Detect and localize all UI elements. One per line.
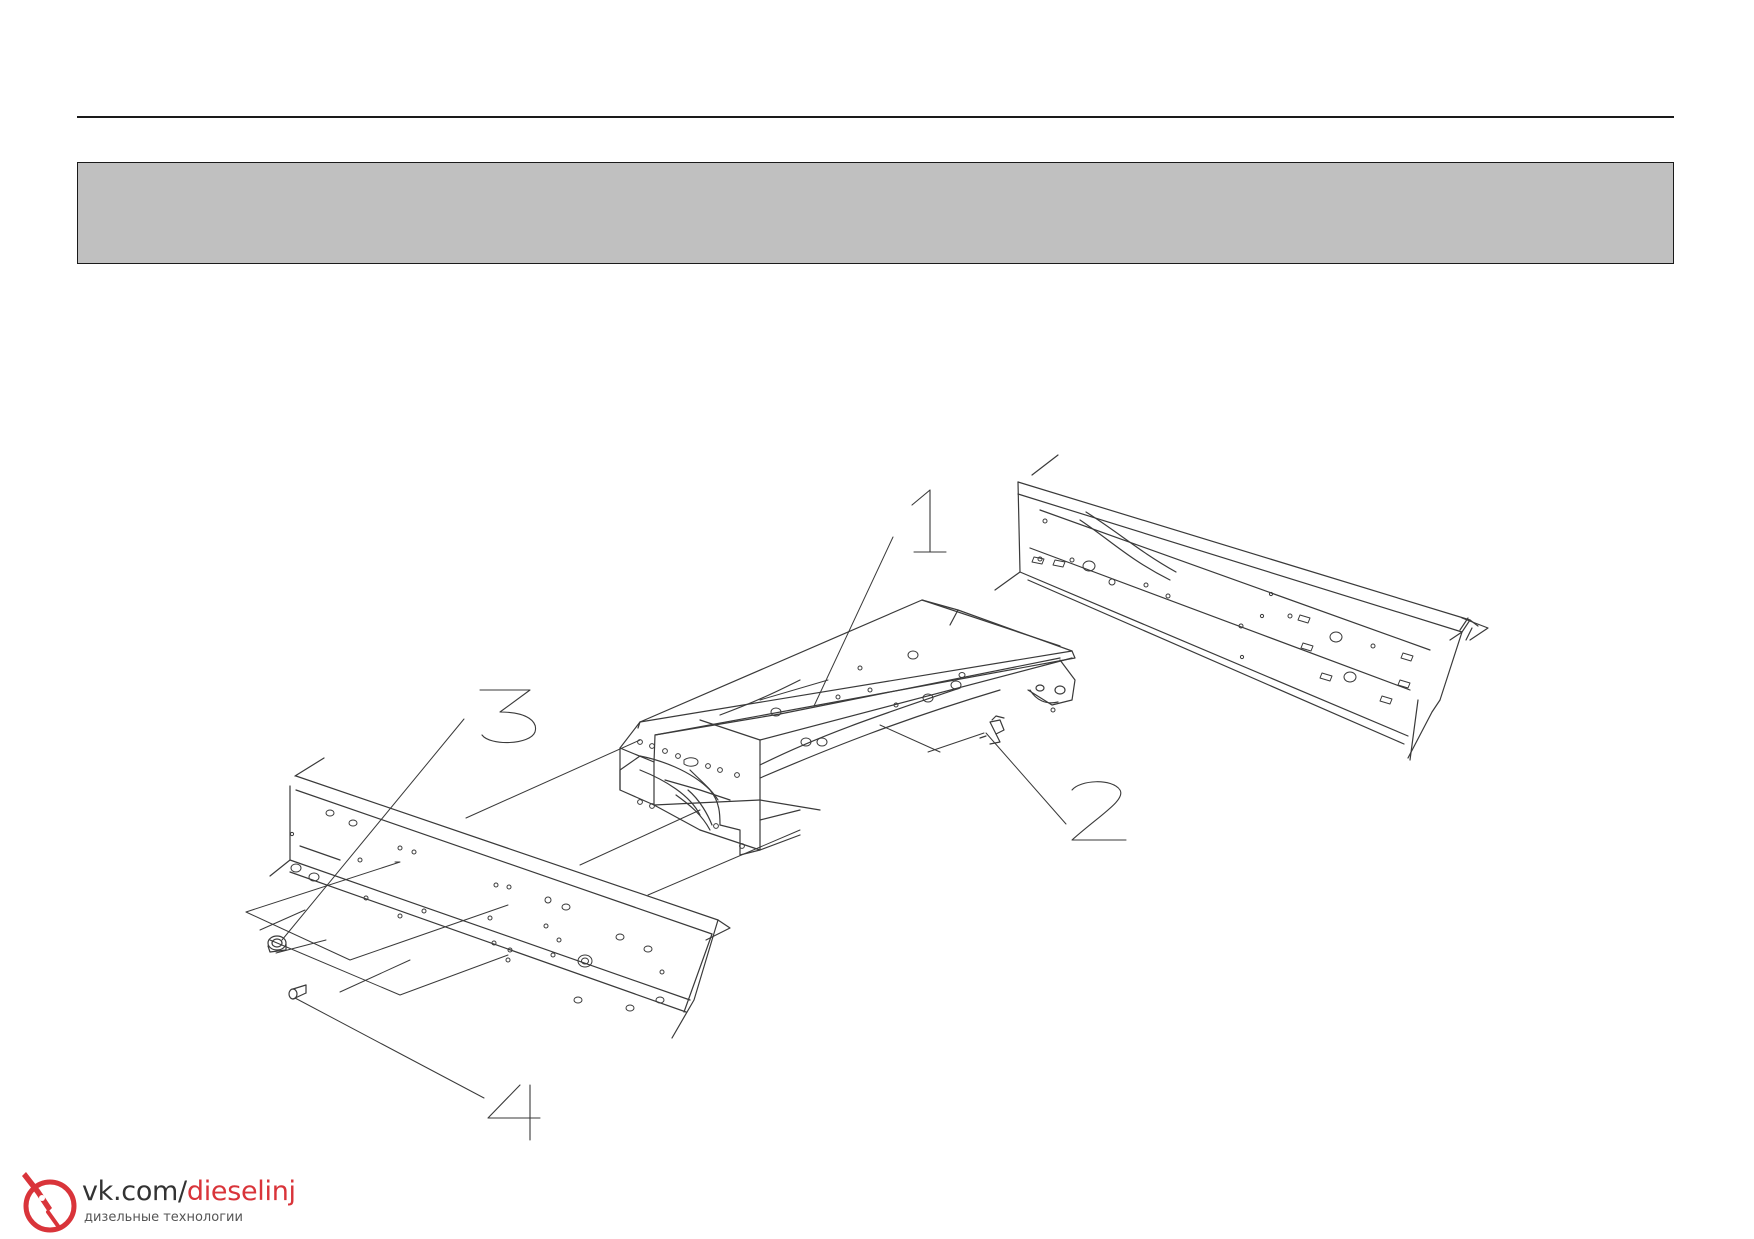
callout-2-glyph <box>1071 781 1127 841</box>
callout-4: 4 <box>486 1080 546 1144</box>
injector-logo-icon <box>22 1172 77 1233</box>
callout-numerals <box>479 489 1127 1141</box>
left-frame-rail <box>269 757 731 1039</box>
watermark-subtitle: дизельные технологии <box>84 1210 243 1225</box>
callout-leaders <box>281 536 1067 1099</box>
cross-member <box>619 599 1076 856</box>
callout-1: 1 <box>918 496 958 556</box>
callout-4-glyph <box>487 1084 541 1141</box>
bolt-part-2 <box>979 715 1005 745</box>
watermark-domain: vk.com/ <box>82 1176 187 1207</box>
watermark[interactable]: vk.com/dieselinj дизельные технологии <box>18 1168 318 1234</box>
callout-3-glyph <box>479 689 537 744</box>
watermark-handle: dieselinj <box>186 1176 296 1207</box>
bolt-part-4 <box>288 984 307 1000</box>
callout-3: 3 <box>480 686 540 750</box>
callout-1-glyph <box>911 489 947 553</box>
header-band <box>77 162 1674 264</box>
nut-part-3 <box>267 935 287 953</box>
assembly-lines <box>245 679 985 996</box>
top-rule <box>77 116 1674 118</box>
right-frame-rail <box>994 454 1489 761</box>
watermark-url: vk.com/dieselinj <box>82 1176 296 1207</box>
callout-2: 2 <box>1076 780 1136 844</box>
